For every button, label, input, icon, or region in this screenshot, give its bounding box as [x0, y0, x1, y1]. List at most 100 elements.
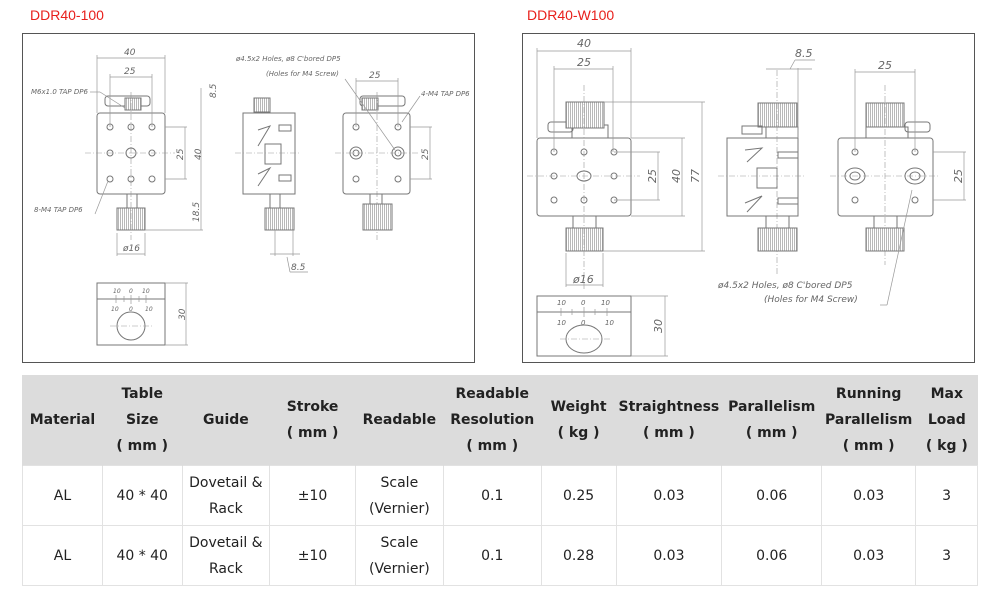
- cell-text: Straightness: [618, 399, 720, 415]
- dim-height-30: 30: [652, 319, 665, 333]
- cell-text: ±10: [297, 547, 328, 564]
- callout-m6-tap: M6x1.0 TAP DP6: [31, 88, 88, 96]
- scale-label: 10: [557, 319, 566, 327]
- dim-8-5: 8.5: [209, 83, 219, 98]
- table-cell: 0.03: [821, 465, 917, 526]
- cell-text: Rack: [208, 500, 243, 517]
- table-cell: AL: [22, 465, 103, 526]
- table-cell: 0.28: [540, 525, 617, 586]
- scale-label: 0: [129, 306, 133, 313]
- cell-text: Rack: [208, 560, 243, 577]
- dim-height-25: 25: [176, 148, 186, 160]
- table-cell: 0.1: [442, 525, 542, 586]
- column-header: Parallelism( mm ): [721, 375, 822, 466]
- dim-right-25: 25: [369, 71, 381, 81]
- scale-label: 10: [601, 299, 610, 307]
- table-cell: ±10: [269, 465, 356, 526]
- cell-text: ( mm ): [116, 438, 169, 454]
- ddr40-100-right-view: 25 4-M4 TAP DP6 25 ø4.5x2 Holes, ø8 C'bo…: [235, 55, 470, 240]
- cell-text: Running: [835, 386, 902, 402]
- cell-text: 3: [942, 487, 952, 504]
- table-cell: Scale(Vernier): [354, 465, 444, 526]
- dim-right-height-25: 25: [952, 169, 965, 183]
- cell-text: (Vernier): [369, 500, 430, 517]
- cell-text: ±10: [297, 487, 328, 504]
- cell-text: 0.25: [563, 487, 595, 504]
- model-title-ddr40-w100: DDR40-W100: [527, 7, 615, 23]
- dim-height-25: 25: [646, 169, 659, 183]
- table-cell: Dovetail &Rack: [181, 525, 271, 586]
- dim-height-40: 40: [670, 169, 683, 183]
- table-cell: 0.06: [721, 465, 823, 526]
- cell-text: ( mm ): [643, 425, 695, 441]
- cell-text: ( kg ): [925, 438, 968, 454]
- scale-label: 10: [605, 319, 614, 327]
- cell-text: Readable: [455, 386, 529, 402]
- scale-label: 0: [129, 288, 133, 295]
- cell-text: 3: [942, 547, 952, 564]
- scale-label: 10: [557, 299, 566, 307]
- column-header: Material: [22, 375, 103, 466]
- callout-holes-note: (Holes for M4 Screw): [266, 70, 339, 78]
- column-header: Straightness ( mm ): [615, 375, 722, 466]
- cell-text: Table: [121, 386, 163, 402]
- cell-text: 40 * 40: [116, 547, 168, 564]
- table-cell: 0.1: [442, 465, 542, 526]
- table-cell: ±10: [269, 525, 356, 586]
- cell-text: 0.03: [853, 487, 885, 504]
- dim-knob-dia-16: ø16: [572, 273, 594, 286]
- technical-drawings: 40 25 8.5 M6x1.0 TAP DP6 25 40 18.5 8-M4…: [31, 37, 966, 357]
- dim-18-5: 18.5: [192, 202, 202, 222]
- callout-4-m4-tap: 4-M4 TAP DP6: [421, 90, 470, 98]
- cell-text: ( kg ): [557, 425, 600, 441]
- dim-knob-dia-16: ø16: [122, 244, 140, 254]
- cell-text: Size: [125, 412, 159, 428]
- callout-holes-note: (Holes for M4 Screw): [764, 295, 858, 305]
- scale-label: 10: [111, 306, 119, 313]
- model-title-ddr40-100: DDR40-100: [30, 7, 104, 23]
- ddr40-w100-right-view: 25 25 ø4.5x2 Holes, ø8 C'bored DP5 (Hole…: [717, 59, 966, 306]
- scale-label: 0: [581, 299, 586, 307]
- cell-text: 0.06: [756, 487, 788, 504]
- cell-text: ( mm ): [842, 438, 895, 454]
- cell-text: Parallelism: [728, 399, 816, 415]
- ddr40-100-side-view: 8.5: [235, 97, 308, 273]
- cell-text: 0.06: [756, 547, 788, 564]
- cell-text: Stroke: [286, 399, 339, 415]
- table-row: AL 40 * 40 Dovetail & Rack ±10 Scale(Vernier)…: [22, 465, 978, 526]
- cell-text: Dovetail &: [189, 474, 263, 491]
- ddr40-100-top-view: 40 25 8.5 M6x1.0 TAP DP6 25 40 18.5 8-M4…: [31, 48, 219, 256]
- cell-text: AL: [53, 487, 72, 504]
- cell-text: 0.03: [653, 547, 685, 564]
- cell-text: Resolution: [450, 412, 535, 428]
- cell-text: ( mm ): [466, 438, 519, 454]
- dim-width-40: 40: [577, 37, 591, 50]
- table-cell: 3: [915, 465, 978, 526]
- table-cell: 0.25: [540, 465, 617, 526]
- scale-label: 10: [113, 288, 121, 295]
- drawing-frame-ddr40-100: [22, 33, 475, 363]
- cell-text: 40 * 40: [116, 487, 168, 504]
- dim-height-77: 77: [689, 169, 702, 183]
- dim-right-25: 25: [878, 59, 892, 72]
- ddr40-100-scale-view: 10 0 10 10 0 10 30: [96, 282, 188, 346]
- dim-side-8-5: 8.5: [291, 263, 306, 273]
- table-cell: AL: [22, 525, 103, 586]
- dim-height-40: 40: [194, 148, 204, 160]
- cell-text: Guide: [202, 412, 249, 428]
- ddr40-w100-side-view: 8.5: [718, 47, 815, 275]
- cell-text: 0.28: [563, 547, 595, 564]
- table-cell: 40 * 40: [101, 525, 183, 586]
- table-cell: 0.03: [615, 525, 723, 586]
- scale-label: 10: [142, 288, 150, 295]
- scale-label: 0: [581, 319, 586, 327]
- cell-text: Readable: [362, 412, 437, 428]
- column-header: Stroke( mm ): [269, 375, 356, 466]
- cell-text: Load: [927, 412, 966, 428]
